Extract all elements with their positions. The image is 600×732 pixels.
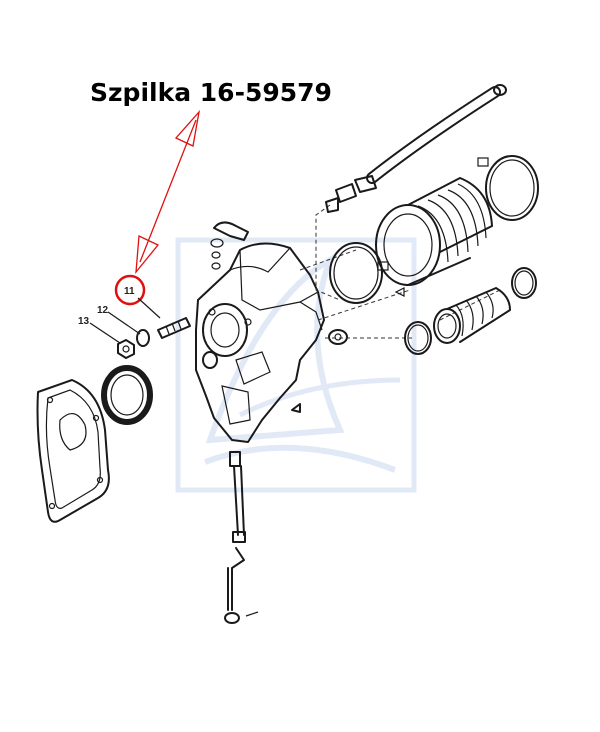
hose-clamps xyxy=(329,155,539,355)
o-ring xyxy=(101,365,153,425)
gasket-plate xyxy=(36,379,110,523)
callout-12: 12 xyxy=(97,305,109,316)
exhaust-bellows xyxy=(375,177,493,286)
washer-part xyxy=(136,329,150,347)
highlight-circle xyxy=(114,274,146,306)
stud-part xyxy=(157,317,191,339)
callout-13: 13 xyxy=(78,316,90,327)
nut-part xyxy=(117,339,135,359)
watermark-logo xyxy=(175,237,417,493)
water-hose xyxy=(325,84,507,213)
callout-13-leader xyxy=(89,322,121,344)
pivot-bushings xyxy=(210,221,249,270)
pointer-arrows xyxy=(135,109,201,275)
assembly-guides xyxy=(299,204,501,339)
part-title: Szpilka 16-59579 xyxy=(90,78,332,107)
callout-11: 11 xyxy=(124,286,135,297)
callout-12-leader xyxy=(107,311,141,335)
linkage-rod xyxy=(224,451,259,624)
side-pin xyxy=(291,329,348,413)
u-joint-bellows xyxy=(433,287,511,344)
callout-11-leader xyxy=(137,297,161,319)
gimbal-housing xyxy=(195,242,325,443)
